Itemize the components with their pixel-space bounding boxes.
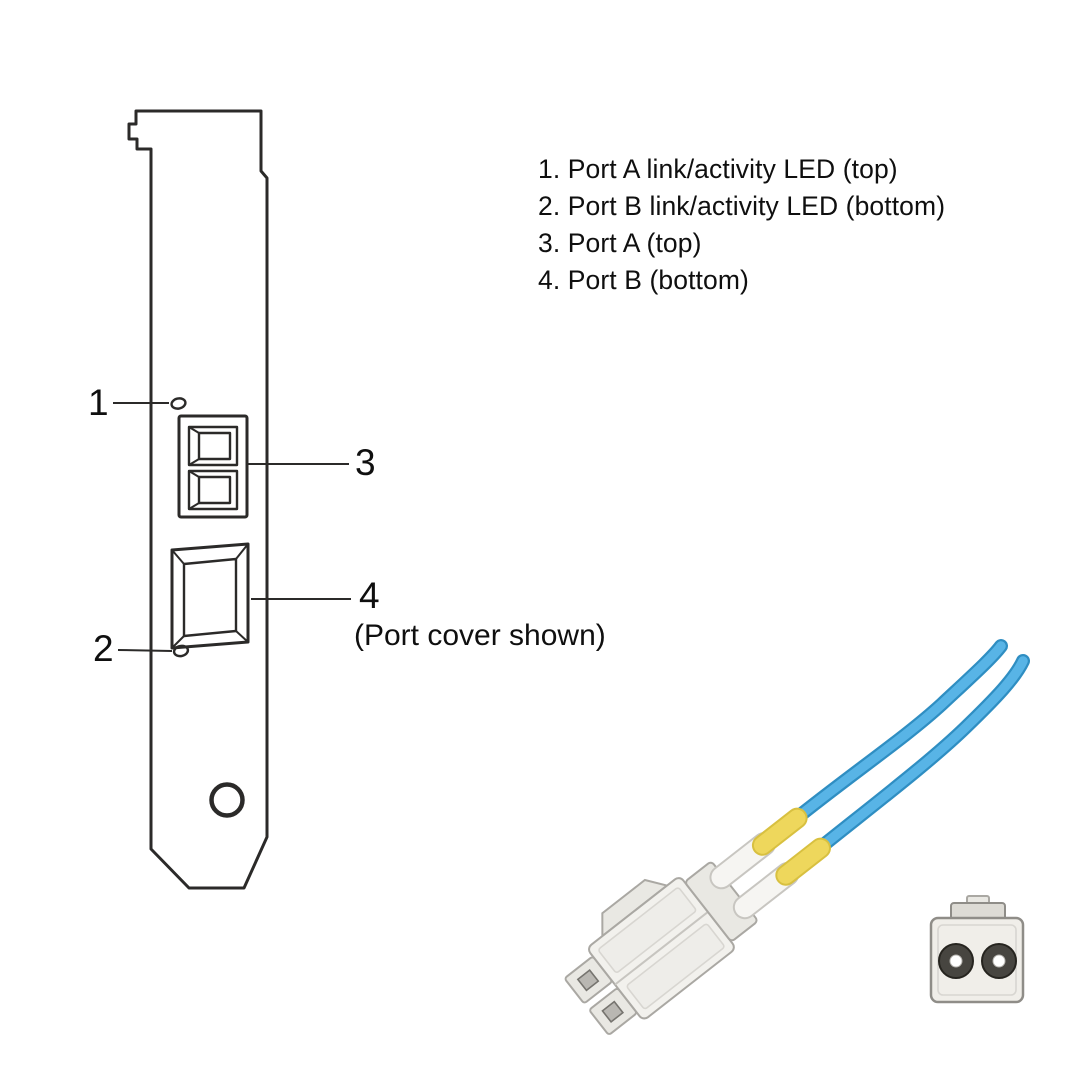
legend-item-3: 3. Port A (top) (538, 228, 702, 258)
connector-rear-block (685, 861, 758, 942)
fiber-cable-illustration (564, 639, 1030, 1035)
legend-item-2: 2. Port B link/activity LED (bottom) (538, 191, 946, 221)
blue-fiber-cables (786, 639, 1030, 858)
callout-4-label: 4 (359, 575, 380, 616)
legend-item-4: 4. Port B (bottom) (538, 265, 749, 295)
port-cover-note: (Port cover shown) (354, 619, 606, 652)
callout-2-label: 2 (93, 628, 114, 669)
led-a-hole (170, 397, 187, 410)
callout-1-label: 1 (88, 382, 109, 423)
lc-connector-face-icon (929, 895, 1025, 1004)
callout-3-label: 3 (355, 442, 376, 483)
legend: 1. Port A link/activity LED (top) 2. Por… (538, 151, 945, 299)
screw-hole (209, 782, 245, 818)
legend-item-1: 1. Port A link/activity LED (top) (538, 154, 898, 184)
port-a-opening (177, 414, 249, 519)
bracket-diagram (127, 109, 269, 890)
lc-duplex-connector (564, 807, 831, 1035)
callout-lines (113, 402, 351, 652)
callout-line-2 (117, 649, 173, 652)
port-b-cover (170, 542, 250, 650)
